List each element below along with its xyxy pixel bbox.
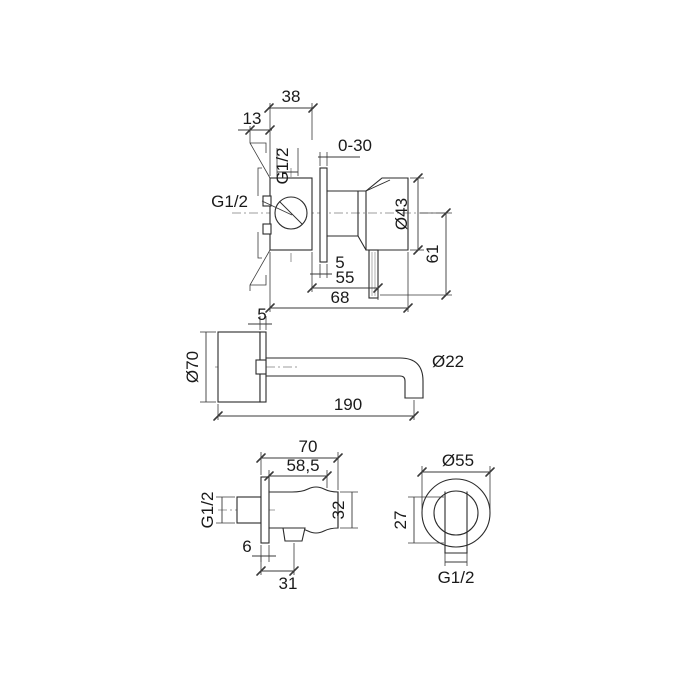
spout-boss [255,359,267,375]
dim-label-5-spout: 5 [257,305,266,324]
dim-label-g12-left: G1/2 [211,192,248,211]
dim-label-5-top: 5 [335,253,344,272]
outlet-wall-flange [260,476,270,544]
dim-label-27: 27 [391,511,410,530]
tick-38-right [308,103,318,113]
dim-label-o43: Ø43 [392,198,411,230]
tick-68-right [403,303,413,313]
valve-sleeve [326,190,359,237]
escutcheon-plate [319,167,328,263]
spout-tube-inner [265,375,406,399]
dim-label-13: 13 [243,109,262,128]
lever-handle [368,249,379,299]
dim-label-o70: Ø70 [183,351,202,383]
tick-o55-right [485,467,495,477]
dim-label-31: 31 [279,574,298,593]
tick-70-left [256,453,266,463]
dim-label-55: 55 [336,268,355,287]
dim-label-o22: Ø22 [432,352,464,371]
wall-outlet-view: 70 58,5 G1/2 32 6 31 [198,437,358,593]
dim-label-68: 68 [331,288,350,307]
dim-label-o55: Ø55 [442,451,474,470]
tick-190-right [409,411,419,421]
bracket-hook-lower [257,232,262,259]
tick-31-left [256,566,266,576]
tick-70-right [333,453,343,463]
outlet-thread-block [236,496,262,524]
tick-61-bottom [441,290,451,300]
dim-label-70: 70 [299,437,318,456]
dim-label-g12-outlet: G1/2 [198,492,217,529]
tick-190-left [213,411,223,421]
bracket-hook-upper [257,167,262,196]
dim-label-61: 61 [423,245,442,264]
spout-view: Ø70 5 Ø22 190 [183,305,464,421]
valve-cartridge-slash [279,201,303,225]
tick-61-top [441,208,451,218]
tick-55-left [307,283,317,293]
dim-label-g12-front: G1/2 [438,568,475,587]
dim-label-g12-top: G1/2 [273,148,292,185]
dim-label-58-5: 58,5 [286,456,319,475]
bracket-foot-upper [250,142,267,153]
tick-o55-left [417,467,427,477]
spout-tube-outer [265,357,424,399]
wall-outlet-front-view: Ø55 27 G1/2 [391,451,495,587]
tick-55-right [373,283,383,293]
tick-o43-top [413,173,423,183]
outlet-hose-lug [282,527,306,542]
mixer-valve-view: 38 13 G1/2 0-30 G1/2 Ø43 61 [211,87,452,313]
spout-flange [217,331,261,403]
dim-label-6: 6 [242,537,251,556]
cap-chamfer-line [365,179,391,192]
front-inner-circle [433,490,479,536]
dim-label-190: 190 [334,395,362,414]
tick-13-left [245,125,255,135]
inlet-port-lower [262,223,272,235]
tick-13-right [265,125,275,135]
tick-o43-bottom [413,245,423,255]
leader-g12-left [261,200,293,216]
bracket-foot-lower [250,275,267,286]
tick-31-right [289,566,299,576]
tick-585-right [322,471,332,481]
tick-38-left [264,103,274,113]
dim-label-38: 38 [282,87,301,106]
dim-label-32: 32 [329,501,348,520]
tick-68-left [265,303,275,313]
tick-585-left [264,471,274,481]
dim-label-0-30: 0-30 [338,136,372,155]
